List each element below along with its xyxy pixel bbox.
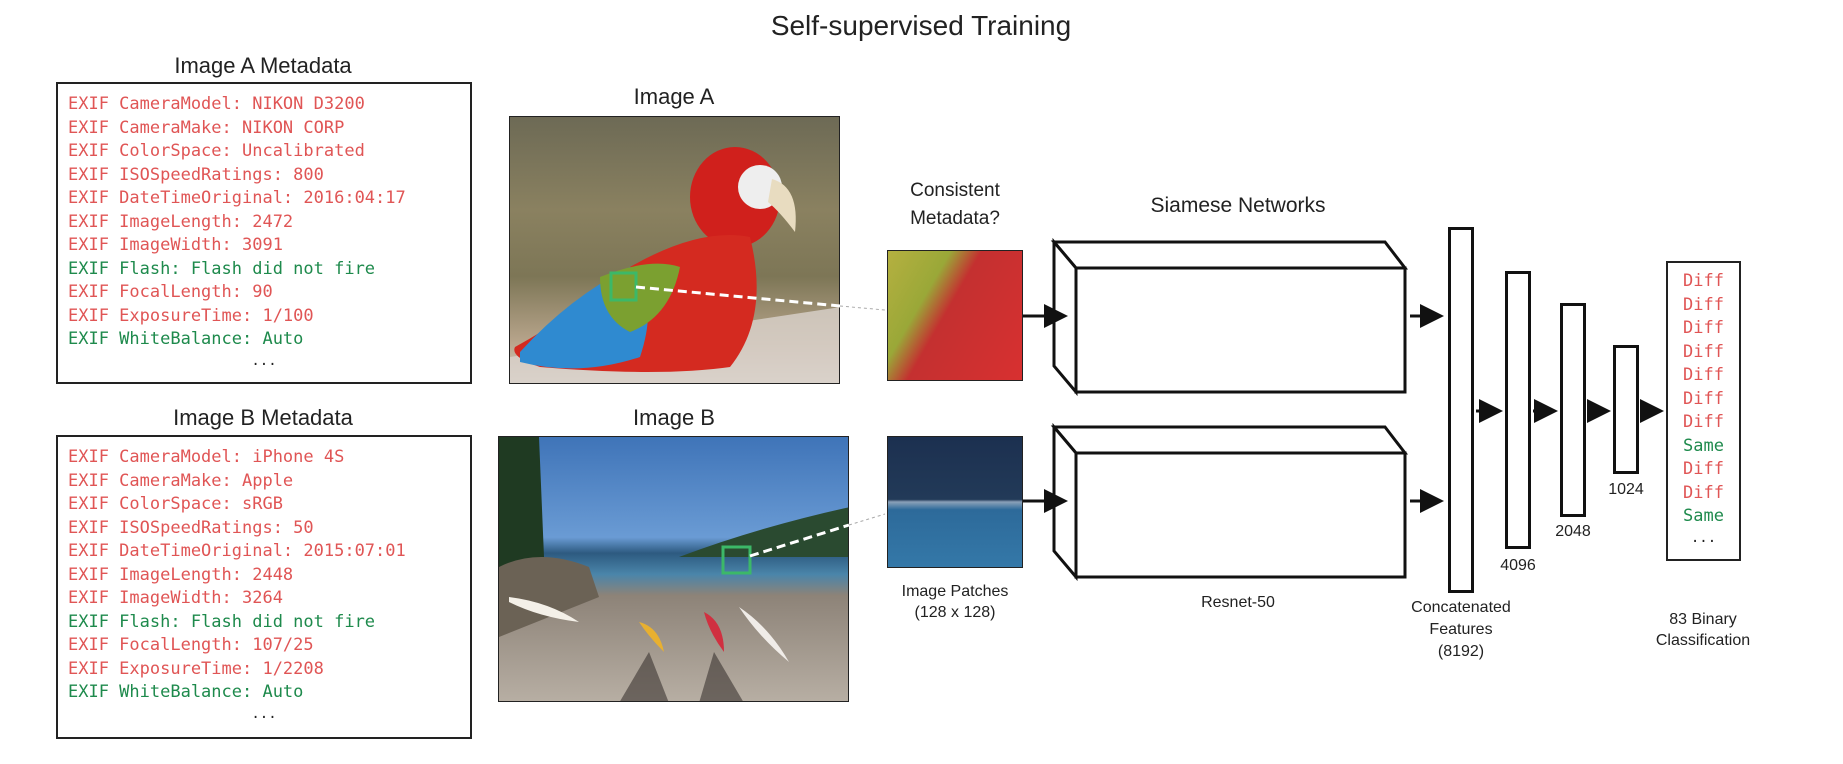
resnet-box-a xyxy=(1050,237,1409,397)
metadata-line: EXIF ISOSpeedRatings: 50 xyxy=(68,517,314,538)
metadata-line: EXIF ExposureTime: 1/2208 xyxy=(68,658,324,679)
metadata-line: EXIF WhiteBalance: Auto xyxy=(68,682,304,702)
output-label-diff: Diff xyxy=(1683,482,1724,503)
diagram-title: Self-supervised Training xyxy=(770,10,1072,41)
metadata-line: EXIF FocalLength: 107/25 xyxy=(68,635,314,655)
resnet-50-label: Resnet-50 xyxy=(1201,594,1275,611)
output-label-line2: Classification xyxy=(1655,632,1751,649)
metadata-line: EXIF ColorSpace: Uncalibrated xyxy=(68,141,365,161)
metadata-ellipsis: ... xyxy=(251,352,277,369)
image-b-metadata-box: EXIF CameraModel: iPhone 4S EXIF CameraMa… xyxy=(56,435,472,739)
metadata-line: EXIF ImageWidth: 3264 xyxy=(68,588,283,608)
metadata-line: EXIF FocalLength: 90 xyxy=(68,282,273,302)
metadata-line: EXIF DateTimeOriginal: 2015:07:01 xyxy=(68,541,406,561)
output-label-diff: Diff xyxy=(1683,341,1724,362)
metadata-line: EXIF ImageLength: 2448 xyxy=(68,564,294,585)
metadata-line: EXIF CameraModel: NIKON D3200 xyxy=(68,94,365,114)
image-b-kayaks xyxy=(498,436,849,702)
output-label-diff: Diff xyxy=(1683,294,1724,315)
metadata-line: EXIF WhiteBalance: Auto xyxy=(68,329,304,349)
metadata-ellipsis: ... xyxy=(251,705,277,722)
output-label-diff: Diff xyxy=(1683,365,1724,385)
image-a-label: Image A xyxy=(633,84,715,109)
metadata-line: EXIF Flash: Flash did not fire xyxy=(68,258,376,279)
output-label-diff: Diff xyxy=(1683,271,1724,291)
metadata-line: EXIF DateTimeOriginal: 2016:04:17 xyxy=(68,188,406,208)
metadata-line: EXIF ExposureTime: 1/100 xyxy=(68,305,314,326)
consistent-metadata-question-line1: Consistent xyxy=(910,180,1000,201)
fc-1024-bar xyxy=(1613,345,1639,474)
image-b-patch-marker xyxy=(721,545,752,575)
image-a-metadata-title: Image A Metadata xyxy=(174,53,352,78)
metadata-line: EXIF ColorSpace: sRGB xyxy=(68,494,283,514)
fc-2048-label: 2048 xyxy=(1555,523,1591,540)
output-label-same: Same xyxy=(1683,435,1724,456)
image-b-patch-link xyxy=(749,523,850,558)
concat-label-line2: Features xyxy=(1429,621,1493,638)
resnet-box-b xyxy=(1050,422,1409,582)
concatenated-features-bar xyxy=(1448,227,1474,593)
metadata-line: EXIF CameraMake: Apple xyxy=(68,470,294,491)
concat-label-line1: Concatenated xyxy=(1411,599,1511,616)
fc-4096-bar xyxy=(1505,271,1531,549)
metadata-line: EXIF ImageWidth: 3091 xyxy=(68,235,283,255)
output-label-line1: 83 Binary xyxy=(1669,611,1737,628)
fc-2048-bar xyxy=(1560,303,1586,517)
output-label-diff: Diff xyxy=(1683,459,1724,479)
metadata-line: EXIF ImageLength: 2472 xyxy=(68,211,294,232)
metadata-line: EXIF CameraMake: NIKON CORP xyxy=(68,117,345,138)
image-b-label: Image B xyxy=(633,405,715,430)
metadata-line: EXIF CameraModel: iPhone 4S xyxy=(68,447,345,467)
output-ellipsis: ... xyxy=(1690,529,1717,546)
output-label-diff: Diff xyxy=(1683,388,1724,409)
image-b-patch xyxy=(887,436,1023,568)
image-b-metadata-title: Image B Metadata xyxy=(173,405,353,430)
image-a-parrot xyxy=(509,116,840,384)
fc-1024-label: 1024 xyxy=(1608,481,1644,498)
output-label-diff: Diff xyxy=(1683,412,1724,432)
metadata-line: EXIF Flash: Flash did not fire xyxy=(68,611,376,632)
image-patches-label: Image Patches xyxy=(901,583,1009,600)
siamese-networks-title: Siamese Networks xyxy=(1150,194,1326,217)
image-patches-size: (128 x 128) xyxy=(914,604,996,621)
output-label-same: Same xyxy=(1683,506,1724,526)
image-a-patch xyxy=(887,250,1023,381)
metadata-line: EXIF ISOSpeedRatings: 800 xyxy=(68,164,324,185)
image-a-patch-marker xyxy=(609,271,638,302)
fc-4096-label: 4096 xyxy=(1500,557,1536,574)
image-a-patch-link xyxy=(635,285,841,308)
output-label-diff: Diff xyxy=(1683,318,1724,338)
concat-label-line3: (8192) xyxy=(1437,643,1485,660)
consistent-metadata-question-line2: Metadata? xyxy=(910,208,1000,229)
